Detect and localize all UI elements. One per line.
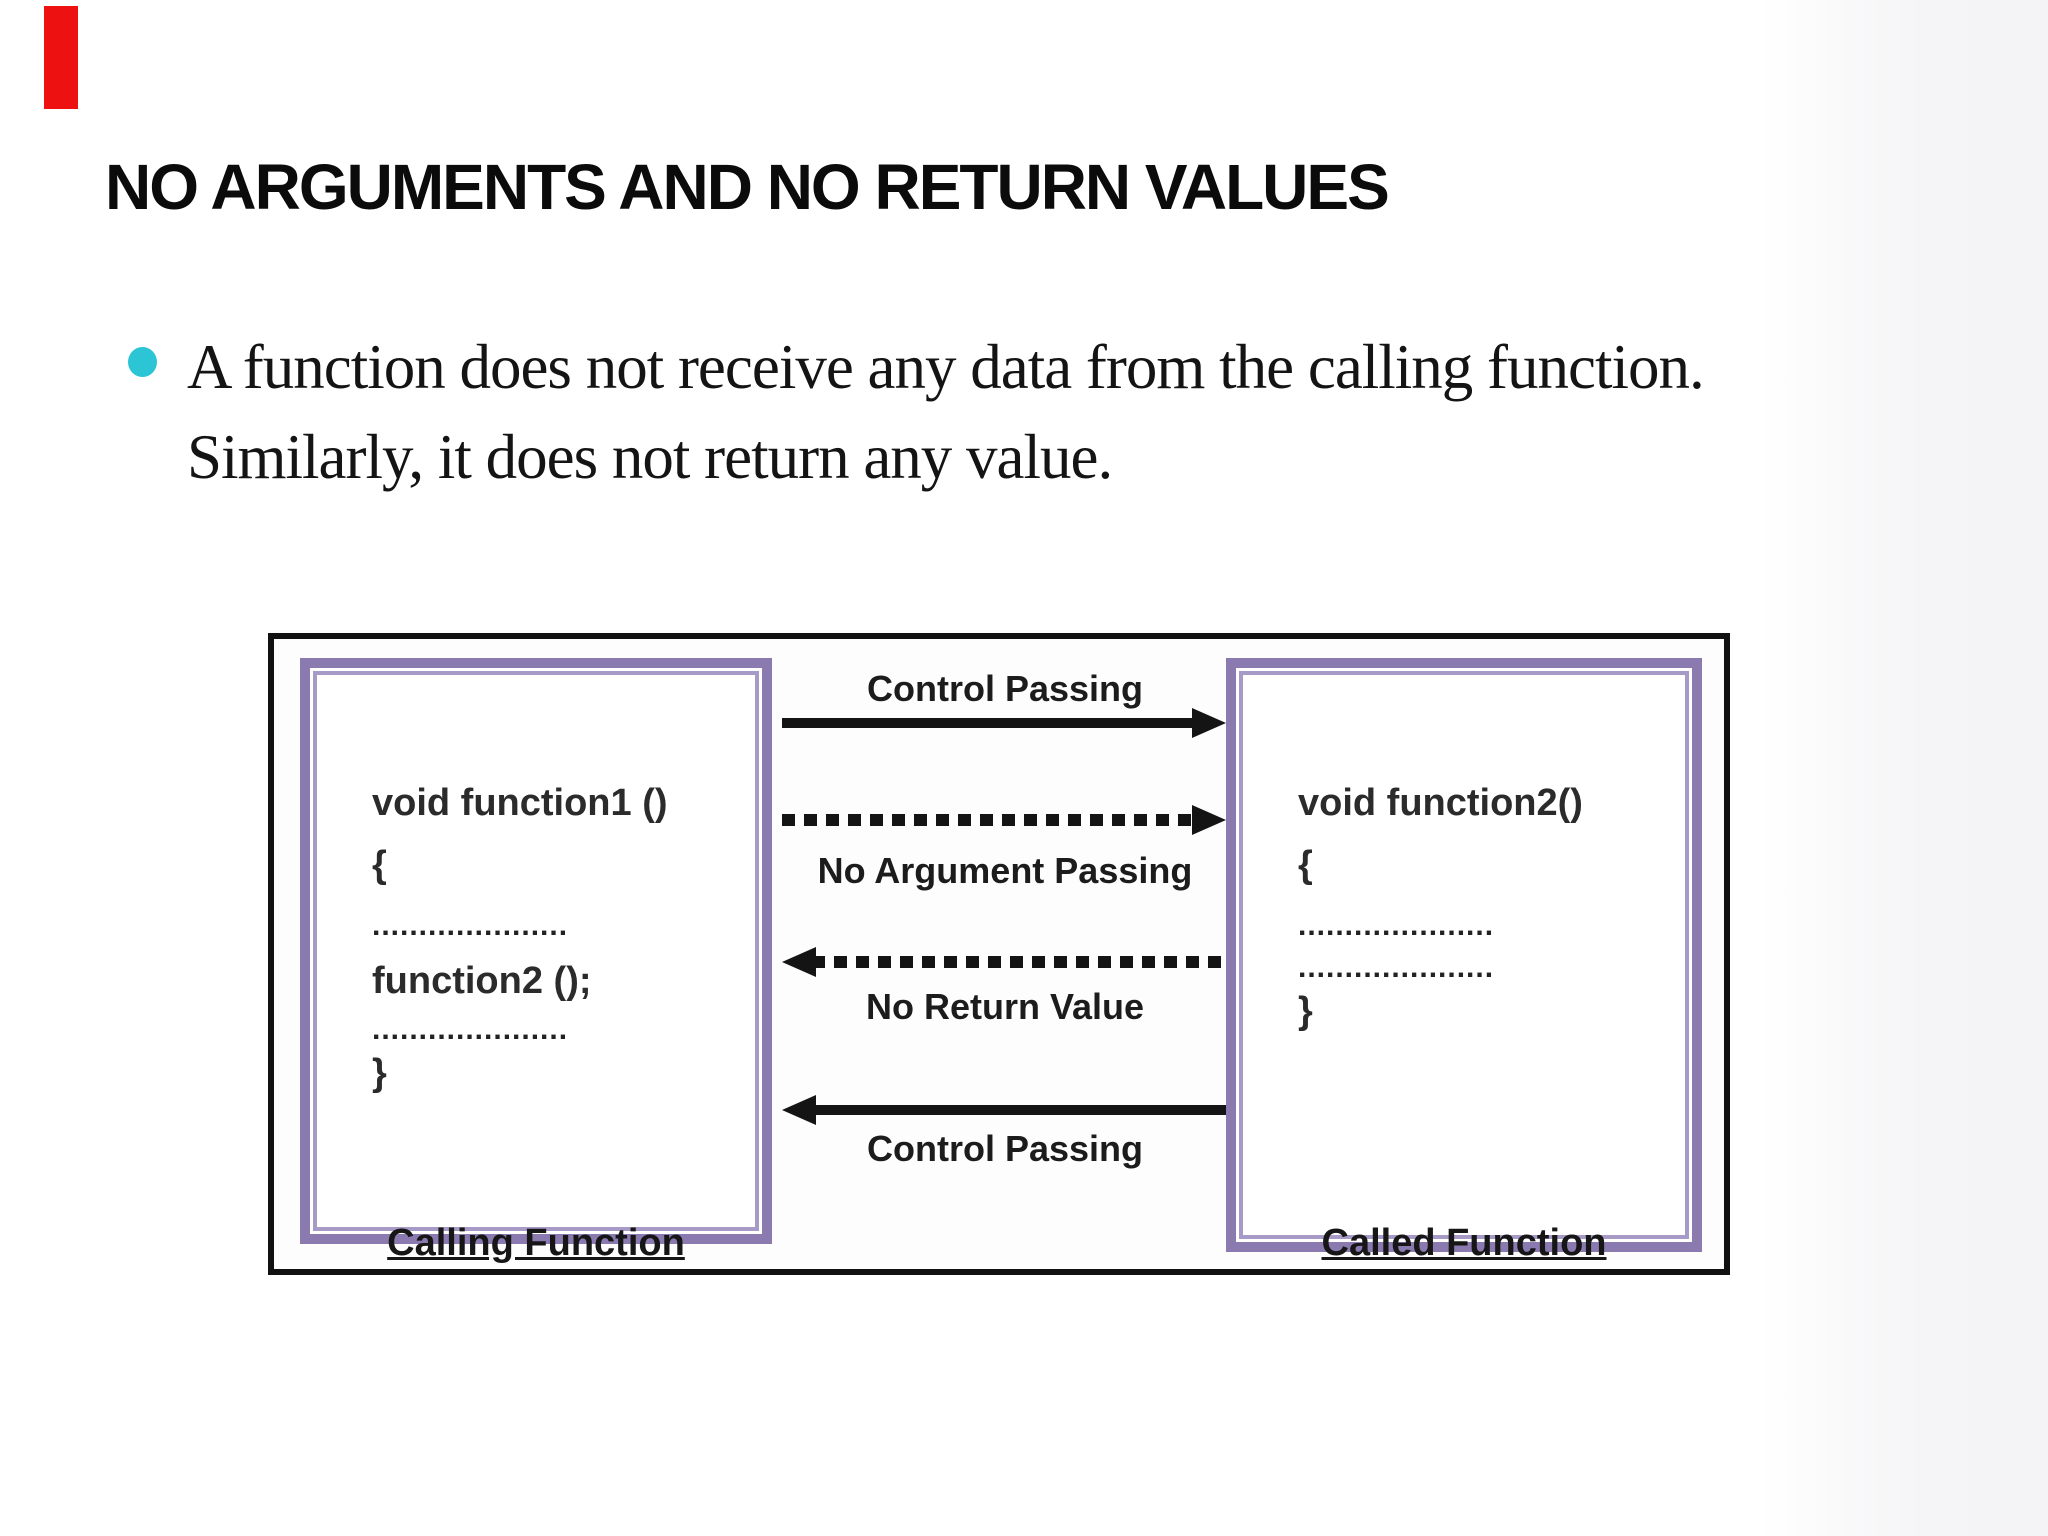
code-line: { (1298, 844, 1313, 886)
red-marker (44, 6, 78, 109)
control-passing-arrow-right (782, 707, 1226, 739)
no-argument-passing-label: No Argument Passing (817, 850, 1193, 891)
arrow-head-left-icon (782, 1095, 816, 1125)
code-ellipsis: ..................... (1298, 915, 1495, 937)
called-function-box: void function2() { .....................… (1226, 658, 1702, 1252)
arrow-head-left-icon (782, 947, 816, 977)
control-passing-top-label: Control Passing (866, 668, 1144, 709)
code-line: { (372, 844, 387, 886)
slide-title: NO ARGUMENTS AND NO RETURN VALUES (105, 151, 1390, 223)
arrow-head-right-icon (1192, 708, 1226, 738)
control-passing-bottom-label: Control Passing (866, 1128, 1144, 1169)
calling-function-label: Calling Function (387, 1222, 685, 1264)
called-function-code: void function2() { .....................… (1243, 675, 1685, 1035)
control-passing-arrow-left (782, 1094, 1226, 1126)
code-ellipsis: ..................... (372, 915, 569, 937)
called-function-label: Called Function (1321, 1222, 1607, 1264)
bullet-marker (128, 347, 157, 377)
calling-function-box: void function1 () { ....................… (300, 658, 772, 1244)
code-ellipsis: ..................... (1298, 957, 1495, 979)
no-return-value-arrow (782, 946, 1226, 978)
code-line: } (372, 1052, 387, 1094)
no-argument-passing-arrow (782, 804, 1226, 836)
no-return-value-label: No Return Value (865, 986, 1145, 1027)
code-line: } (1298, 990, 1313, 1032)
arrow-head-right-icon (1192, 805, 1226, 835)
code-line: function2 (); (372, 960, 592, 1002)
code-line: void function2() (1298, 782, 1583, 824)
code-line: void function1 () (372, 782, 668, 824)
bullet-text: A function does not receive any data fro… (187, 332, 1705, 492)
calling-function-code: void function1 () { ....................… (317, 675, 755, 1097)
code-ellipsis: ..................... (372, 1019, 569, 1041)
